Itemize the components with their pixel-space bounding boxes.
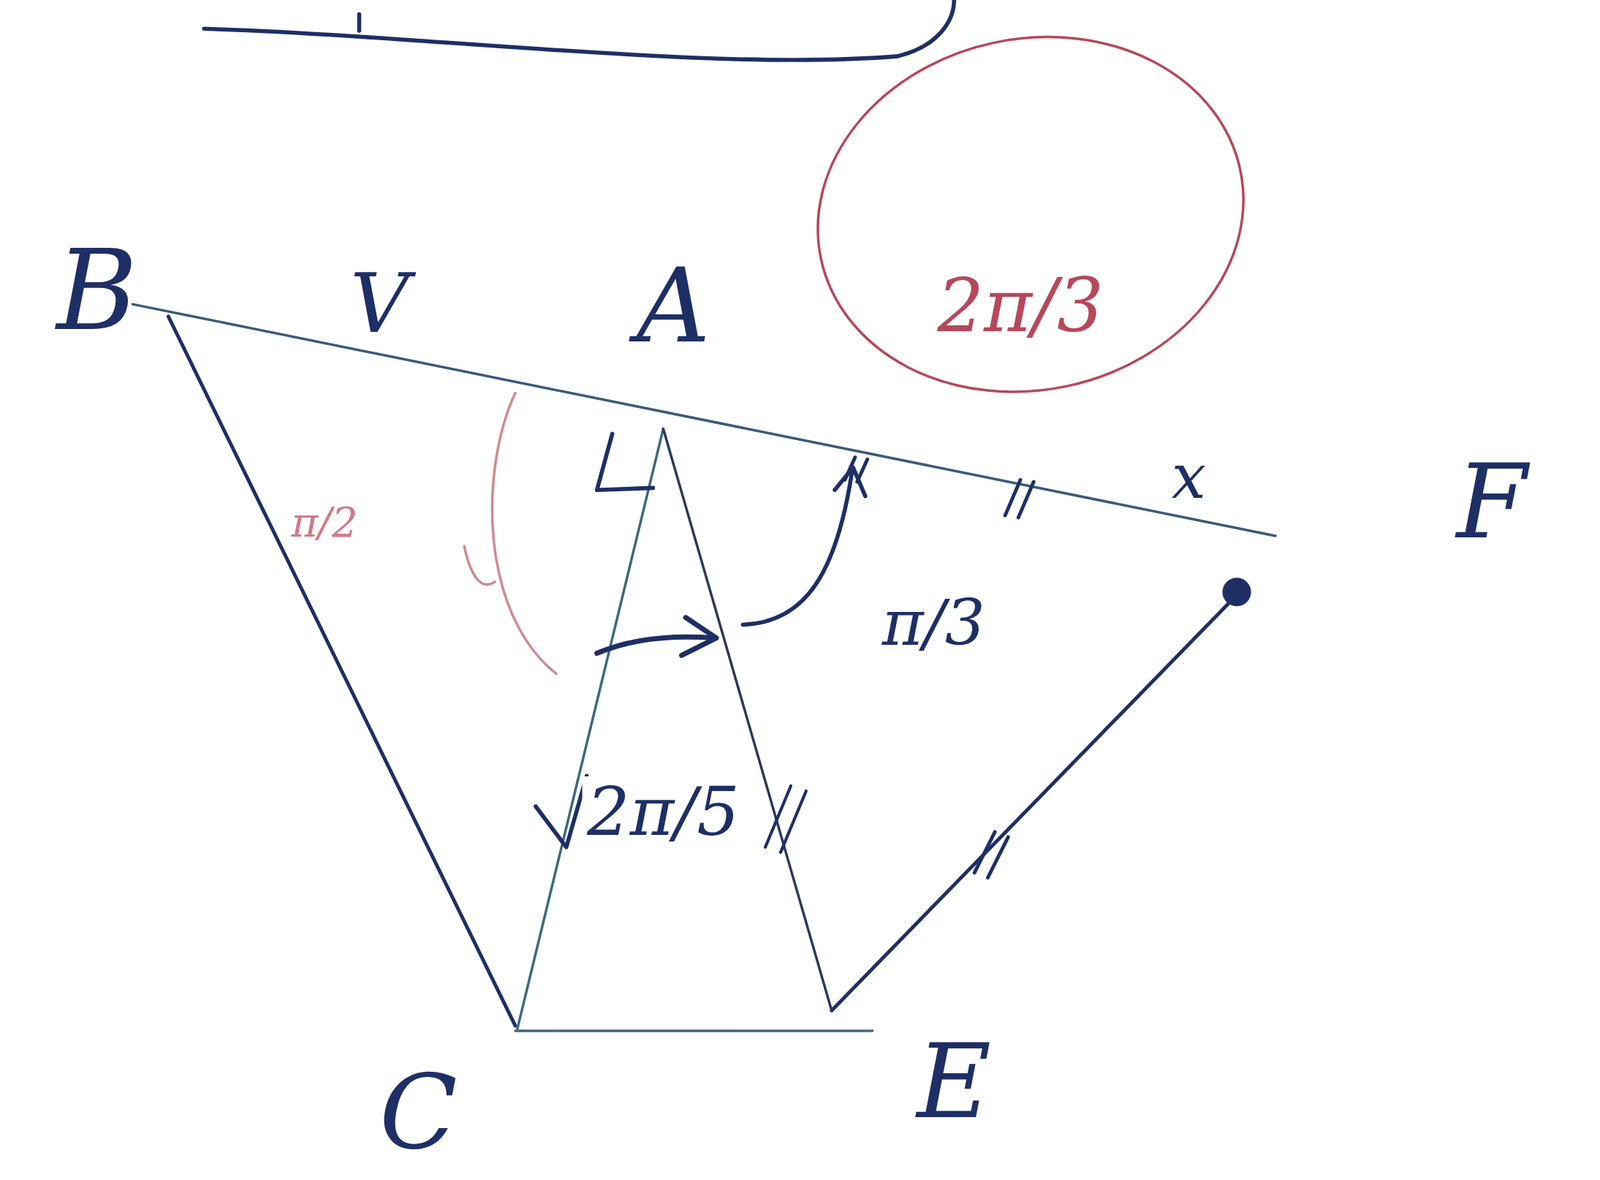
equal-tick bbox=[1005, 479, 1034, 518]
red-arc bbox=[491, 393, 556, 674]
arrow-head bbox=[834, 467, 866, 496]
line-ac bbox=[517, 428, 664, 1029]
equal-tick bbox=[765, 785, 807, 853]
unknown-label: x bbox=[1167, 445, 1211, 510]
angle-label: π/2 bbox=[286, 500, 362, 545]
point-dot bbox=[1222, 577, 1251, 606]
angle-label: 2π/5 bbox=[582, 776, 745, 847]
right-angle-mark bbox=[597, 433, 654, 490]
line-ae bbox=[662, 428, 832, 1011]
top-stroke bbox=[203, 0, 954, 60]
point-label: F bbox=[1452, 449, 1533, 555]
red-circle bbox=[784, 0, 1277, 431]
check-mark bbox=[535, 775, 587, 848]
line-ce bbox=[515, 1029, 873, 1032]
angle-label: π/3 bbox=[877, 589, 990, 656]
point-label: V bbox=[345, 261, 414, 347]
line-ef bbox=[831, 597, 1235, 1011]
arrow-head bbox=[681, 617, 717, 656]
angle-arc bbox=[742, 471, 852, 625]
point-label: C bbox=[374, 1059, 462, 1166]
red-mark bbox=[464, 546, 495, 585]
line-bc bbox=[168, 316, 516, 1026]
angle-note: 2π/3 bbox=[932, 268, 1109, 345]
point-label: A bbox=[632, 253, 715, 359]
equal-tick bbox=[974, 831, 1008, 878]
point-label: E bbox=[912, 1029, 996, 1135]
top-tick bbox=[357, 14, 362, 31]
point-label: B bbox=[51, 233, 142, 348]
